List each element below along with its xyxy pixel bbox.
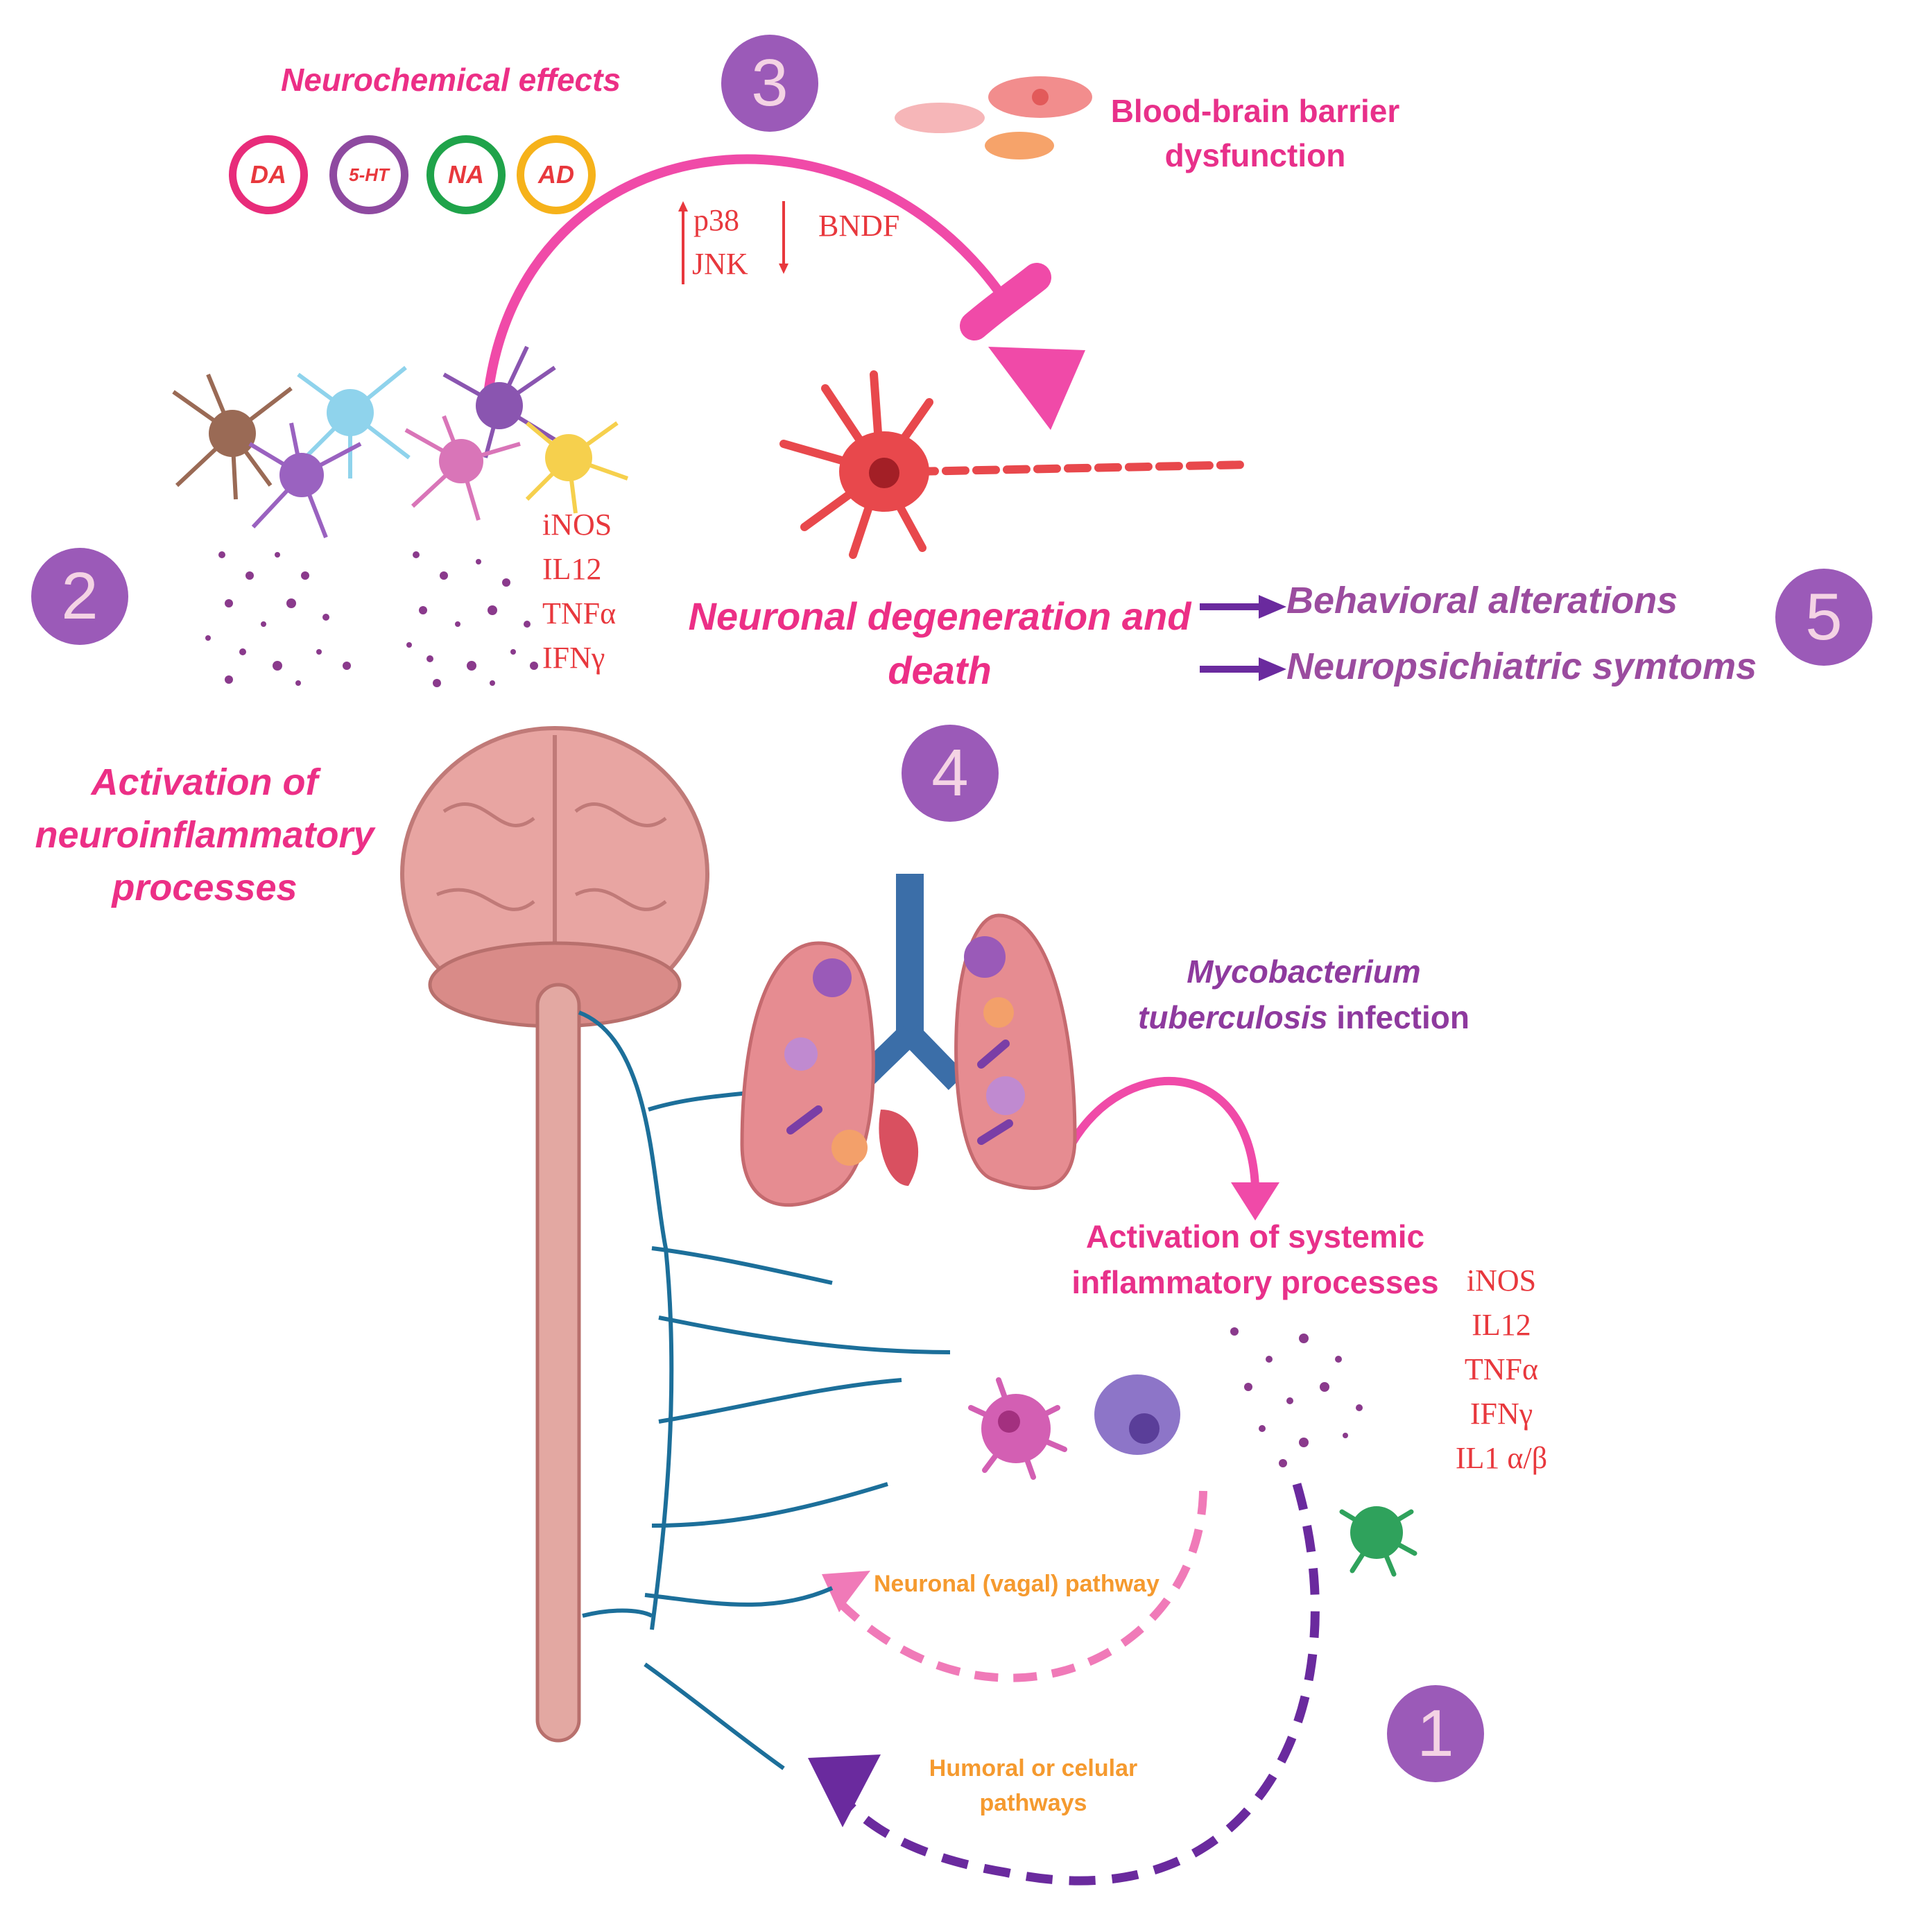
transmitter-da: DA [229, 135, 308, 214]
nerve-network [578, 1010, 951, 1770]
signaling-down-arrowhead [779, 264, 788, 274]
lung-to-systemic-arrowhead [1231, 1182, 1279, 1221]
transmitter-5ht: 5-HT [329, 135, 408, 214]
signaling-jnk: JNK [692, 247, 748, 281]
transmitter-ad: AD [517, 135, 596, 214]
neurochemical-title: Neurochemical effects [281, 62, 621, 98]
immune-cells [968, 1374, 1417, 1577]
systemic-cytokine-dots [1230, 1327, 1363, 1467]
behavioral-alterations-label: Behavioral alterations [1286, 580, 1678, 621]
humoral-dashed-arrow [831, 1483, 1320, 1886]
vagal-dashed-arrow [829, 1490, 1207, 1682]
badge-5: 5 [1775, 569, 1872, 666]
vagal-pathway-label: Neuronal (vagal) pathway [874, 1571, 1160, 1597]
systemic-cytokine-list: iNOS IL12 TNFα IFNγ IL1 α/β [1455, 1263, 1548, 1475]
degenerating-neuron [779, 370, 1252, 559]
neuropsych-arrowhead [1259, 657, 1286, 681]
badge-3: 3 [721, 35, 818, 132]
badge-2: 2 [31, 548, 128, 645]
infection-label: Mycobacterium tuberculosis infection [1138, 954, 1469, 1035]
big-pink-arrow [484, 154, 1085, 430]
bbb-cells [895, 76, 1092, 159]
neuroinflammation-label: Activation of neuroinflammatory processe… [35, 761, 374, 908]
vagal-arrowhead [822, 1571, 870, 1612]
lungs [740, 874, 1077, 1207]
humoral-arrowhead [808, 1754, 881, 1827]
signaling-up-arrowhead [678, 201, 688, 212]
badge-4: 4 [902, 725, 999, 822]
brain [400, 726, 709, 1028]
neuropsychiatric-symptoms-label: Neuropsichiatric symtoms [1286, 646, 1757, 687]
neuro-cytokine-dots [205, 551, 538, 687]
behavioral-arrowhead [1259, 595, 1286, 619]
transmitter-na: NA [426, 135, 506, 214]
neuro-cytokine-list: iNOS IL12 TNFα IFNγ [542, 508, 617, 675]
badge-1: 1 [1387, 1685, 1484, 1782]
spinal-cord [535, 983, 581, 1743]
signaling-bndf: BNDF [818, 209, 900, 243]
glial-cells [172, 345, 628, 539]
lung-to-systemic-arrow [1067, 1077, 1259, 1187]
signaling-p38: p38 [693, 203, 739, 237]
